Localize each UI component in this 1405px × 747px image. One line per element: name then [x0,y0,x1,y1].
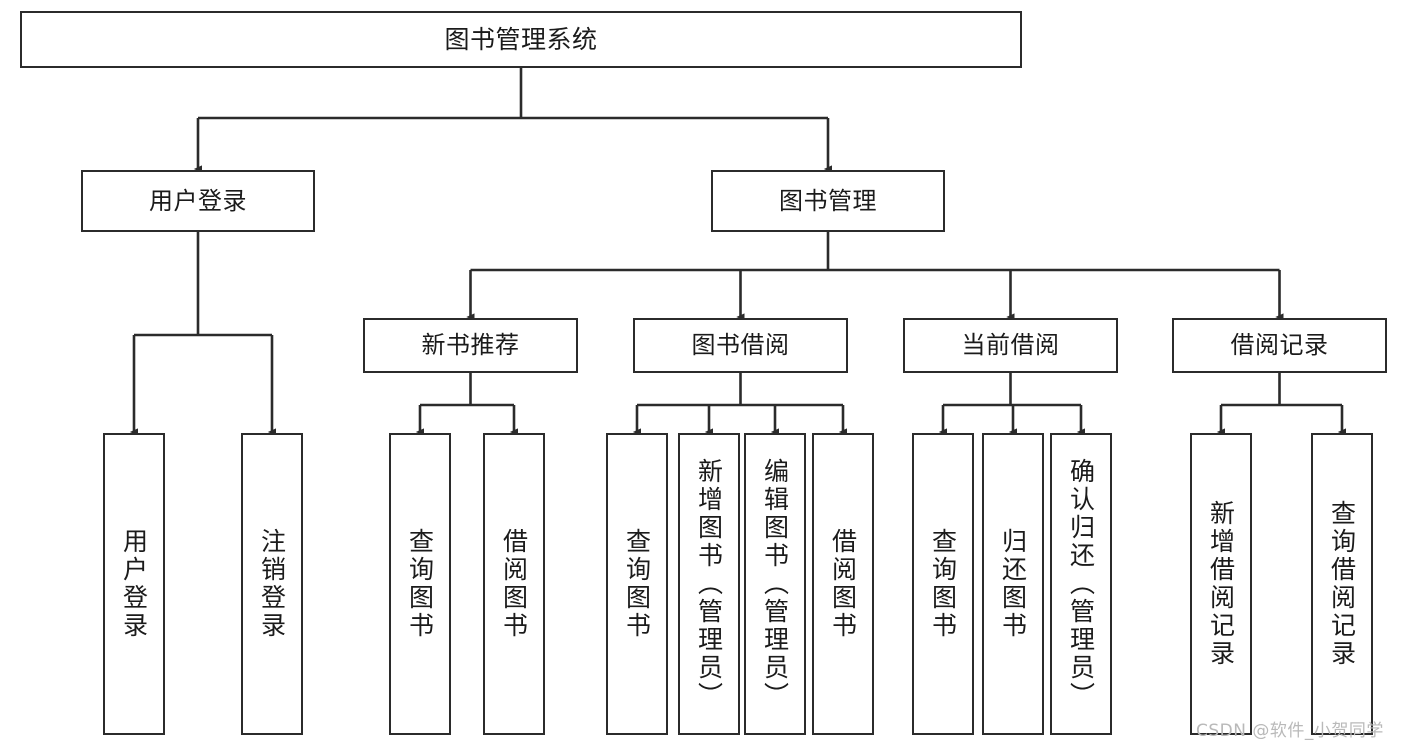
edge-group [129,68,1347,436]
node-label-leaf-confirm-return: 确认归还（管理员） [1066,458,1096,710]
node-leaf-add-book[interactable]: 新增图书（管理员） [678,433,740,735]
node-label-borrow: 图书借阅 [691,331,790,360]
node-label-leaf-return-book: 归还图书 [998,528,1028,640]
node-label-newbook: 新书推荐 [421,331,520,360]
node-label-leaf-add-book: 新增图书（管理员） [694,458,724,710]
node-label-leaf-query-book-current: 查询图书 [928,528,958,640]
node-label-login: 用户登录 [149,186,247,215]
node-newbook[interactable]: 新书推荐 [363,318,578,373]
node-root[interactable]: 图书管理系统 [20,11,1022,68]
node-label-root: 图书管理系统 [444,24,598,54]
node-login[interactable]: 用户登录 [81,170,315,232]
node-leaf-query-book-borrow[interactable]: 查询图书 [606,433,668,735]
node-label-leaf-user-login: 用户登录 [119,528,149,640]
node-borrow[interactable]: 图书借阅 [633,318,848,373]
node-label-leaf-query-book-borrow: 查询图书 [622,528,652,640]
node-label-leaf-add-record: 新增借阅记录 [1206,500,1236,668]
node-label-current: 当前借阅 [961,331,1060,360]
node-leaf-query-record[interactable]: 查询借阅记录 [1311,433,1373,735]
node-leaf-borrow-book[interactable]: 借阅图书 [812,433,874,735]
node-current[interactable]: 当前借阅 [903,318,1118,373]
node-records[interactable]: 借阅记录 [1172,318,1387,373]
node-leaf-confirm-return[interactable]: 确认归还（管理员） [1050,433,1112,735]
node-leaf-user-logout[interactable]: 注销登录 [241,433,303,735]
node-leaf-query-book-current[interactable]: 查询图书 [912,433,974,735]
node-label-leaf-query-book-new: 查询图书 [405,528,435,640]
node-label-leaf-user-logout: 注销登录 [257,528,287,640]
node-leaf-user-login[interactable]: 用户登录 [103,433,165,735]
node-leaf-return-book[interactable]: 归还图书 [982,433,1044,735]
node-label-leaf-borrow-book: 借阅图书 [828,528,858,640]
node-bookmgmt[interactable]: 图书管理 [711,170,945,232]
node-label-leaf-edit-book: 编辑图书（管理员） [760,458,790,710]
node-leaf-add-record[interactable]: 新增借阅记录 [1190,433,1252,735]
node-label-records: 借阅记录 [1230,331,1329,360]
node-leaf-borrow-book-new[interactable]: 借阅图书 [483,433,545,735]
node-leaf-query-book-new[interactable]: 查询图书 [389,433,451,735]
node-label-leaf-query-record: 查询借阅记录 [1327,500,1357,668]
node-label-bookmgmt: 图书管理 [779,186,877,215]
node-label-leaf-borrow-book-new: 借阅图书 [499,528,529,640]
node-leaf-edit-book[interactable]: 编辑图书（管理员） [744,433,806,735]
